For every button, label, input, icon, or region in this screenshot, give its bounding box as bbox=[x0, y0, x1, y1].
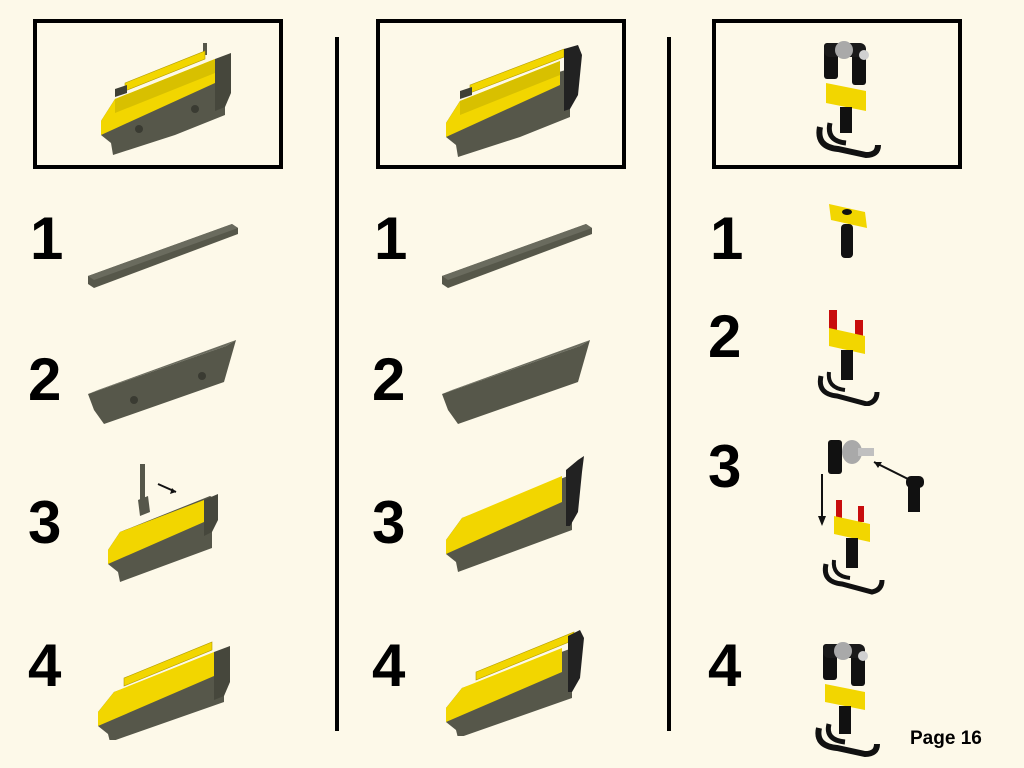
page-number: Page 16 bbox=[910, 728, 982, 749]
step-number: 1 bbox=[710, 205, 744, 272]
step-number: 2 bbox=[708, 303, 742, 370]
step-1-plate-image bbox=[442, 224, 592, 288]
step-number: 3 bbox=[28, 489, 62, 556]
result-box-left bbox=[33, 19, 283, 169]
step-1-plate-image bbox=[88, 224, 238, 288]
result-box-middle bbox=[376, 19, 626, 169]
step-4-tile-added-image bbox=[98, 641, 230, 740]
step-2-brick-row-image bbox=[88, 340, 236, 424]
step-number: 4 bbox=[28, 632, 62, 699]
step-3-connectors-bush-image bbox=[818, 440, 924, 595]
step-number: 4 bbox=[372, 632, 406, 699]
panel-assembly-image bbox=[101, 43, 231, 155]
step-number: 3 bbox=[372, 489, 406, 556]
step-number: 4 bbox=[708, 632, 742, 699]
step-1-beam-connector-image bbox=[829, 204, 867, 258]
hook-assembly-image bbox=[816, 41, 881, 159]
column-divider-1 bbox=[335, 37, 339, 731]
mirrored-panel-assembly-image bbox=[446, 45, 582, 157]
step-3-yellow-bricks-hinge-image bbox=[446, 456, 584, 572]
step-number: 1 bbox=[374, 205, 408, 272]
column-divider-2 bbox=[667, 37, 671, 731]
step-2-brick-row-image bbox=[442, 340, 590, 424]
step-4-hook-assembly-image bbox=[815, 642, 880, 758]
step-2-pins-hook-image bbox=[817, 310, 880, 406]
step-3-yellow-bricks-image bbox=[108, 464, 218, 582]
step-number: 1 bbox=[30, 205, 64, 272]
step-number: 3 bbox=[708, 433, 742, 500]
step-number: 2 bbox=[372, 346, 406, 413]
step-number: 2 bbox=[28, 346, 62, 413]
result-box-right bbox=[712, 19, 962, 169]
step-4-tile-added-image bbox=[446, 630, 584, 736]
